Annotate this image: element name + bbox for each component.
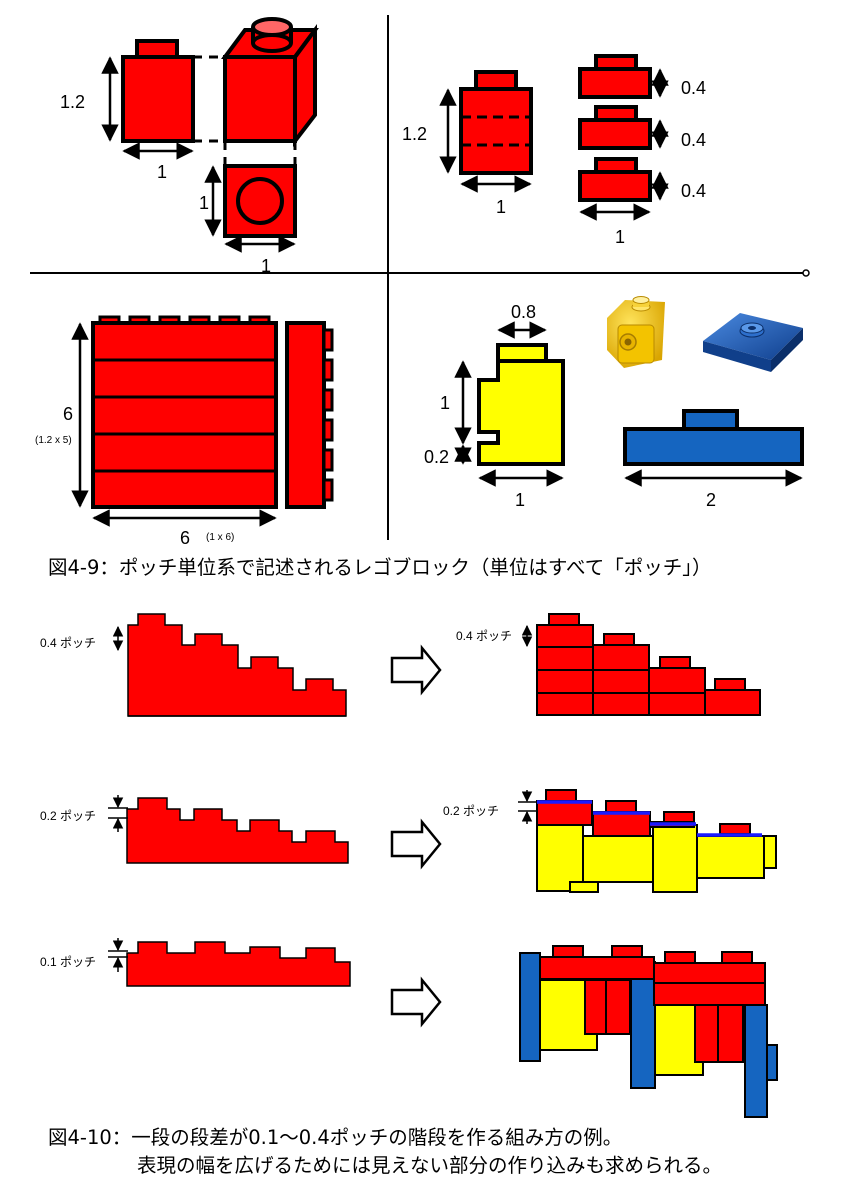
stairs-row-3-left: [126, 941, 351, 987]
row1-label: 0.4 ポッチ: [40, 636, 96, 650]
panel-2: [459, 54, 652, 202]
stairs-row-1-right: [536, 613, 761, 716]
row2-dimension: [108, 795, 128, 832]
lego-jumper-photo: [703, 313, 803, 372]
row2-right-dimension: [518, 790, 536, 824]
p3-height-sub: (1.2 x 5): [35, 435, 72, 446]
row3-label: 0.1 ポッチ: [40, 955, 96, 969]
row2-label-right: 0.2 ポッチ: [443, 804, 499, 818]
projection-lines: [193, 55, 297, 166]
panel-3-dimensions: [71, 322, 277, 527]
jumper-plate-profile: [623, 409, 804, 466]
p4-top-label: 0.8: [511, 302, 536, 322]
top-view-brick: [223, 164, 297, 238]
plate-1: [578, 54, 652, 99]
p2-height-label: 1.2: [402, 124, 427, 144]
p1-side-height-label: 1: [199, 193, 209, 213]
stairs-row-3-right: [519, 945, 778, 1118]
p4-height-label: 1: [440, 393, 450, 413]
p4-plate-width-label: 2: [706, 490, 716, 510]
panel-3: [91, 315, 334, 509]
p4-small-label: 0.2: [424, 447, 449, 467]
stairs-row-2-left: [126, 797, 349, 864]
double-arrow-icon-3: [390, 976, 442, 1028]
p4-width-label: 1: [515, 490, 525, 510]
stairs-row-2-right: [536, 789, 777, 893]
panel-1-dimensions: [101, 56, 296, 253]
lego-bracket-photo: [607, 296, 665, 368]
plate-2: [578, 105, 652, 150]
p1-height-label: 1.2: [60, 92, 85, 112]
front-brick: [121, 39, 195, 143]
p1-bottom-width-label: 1: [261, 256, 271, 276]
p2-plate-label-3: 0.4: [681, 181, 706, 201]
p3-height-label: 6: [63, 404, 73, 424]
row1-label-right: 0.4 ポッチ: [456, 629, 512, 643]
panel-4-dimensions: [454, 321, 803, 487]
p3-width-label: 6: [180, 528, 190, 548]
figure-caption-4-10-line2: 表現の幅を広げるためには見えない部分の作り込みも求められる。: [137, 1154, 722, 1177]
brick-wall: [91, 321, 278, 509]
panel-4: [477, 343, 804, 466]
bracket-profile: [477, 343, 565, 466]
row2-blue-plates: [537, 800, 762, 837]
p2-plate-width-label: 1: [615, 227, 625, 247]
p3-width-sub: (1 x 6): [206, 532, 234, 543]
row2-label: 0.2 ポッチ: [40, 809, 96, 823]
stairs-row-1-left: [127, 613, 347, 717]
double-arrow-icon: [390, 644, 442, 696]
double-arrow-icon-2: [390, 818, 442, 870]
divider-end-dot: [802, 269, 810, 277]
figure-caption-4-10-line1: 図4-10：一段の段差が0.1～0.4ポッチの階段を作る組み方の例。: [48, 1126, 622, 1149]
iso-brick: [221, 17, 319, 147]
panel-2-dimensions: [439, 68, 669, 221]
side-wall: [285, 321, 334, 509]
tall-brick: [459, 70, 533, 175]
figure-caption-4-9: 図4-9：ポッチ単位系で記述されるレゴブロック（単位はすべて「ポッチ」）: [48, 556, 711, 579]
p2-plate-label-1: 0.4: [681, 78, 706, 98]
p2-width-label: 1: [496, 197, 506, 217]
panel-1: [121, 17, 319, 238]
row3-dimension: [108, 938, 128, 972]
plate-3: [578, 157, 652, 202]
p1-width-label: 1: [157, 162, 167, 182]
p2-plate-label-2: 0.4: [681, 130, 706, 150]
